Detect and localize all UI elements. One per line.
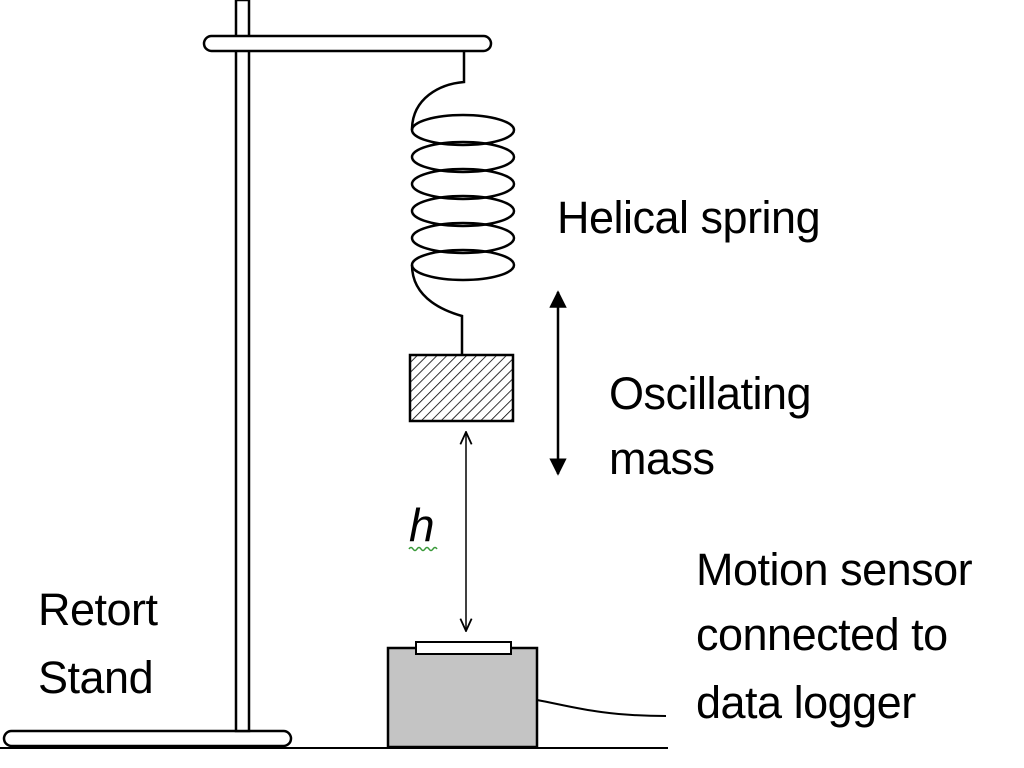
stand-base <box>2 729 293 748</box>
stand-label-line2: Stand <box>38 652 153 703</box>
spring-top-lead <box>410 51 466 131</box>
spring-coil <box>410 140 516 174</box>
sensor-label-line1: Motion sensor <box>696 544 973 595</box>
retort-stand <box>2 0 493 748</box>
sensor-cable <box>536 699 667 717</box>
stand-pole <box>234 0 251 733</box>
sensor-top-plate <box>415 641 512 655</box>
height-label: h <box>409 499 435 551</box>
stand-label-line1: Retort <box>38 584 159 635</box>
motion-sensor <box>386 641 667 749</box>
spelling-squiggle <box>408 546 438 552</box>
oscillating-mass <box>408 353 515 423</box>
sensor-body <box>386 646 539 749</box>
spring-bottom-lead <box>410 264 464 355</box>
spring-label: Helical spring <box>557 192 820 243</box>
mass-label-line1: Oscillating <box>609 368 811 419</box>
spring-coil <box>410 248 516 282</box>
helical-spring <box>410 51 516 355</box>
sensor-label-line3: data logger <box>696 677 916 728</box>
spring-coil <box>410 221 516 255</box>
stand-arm <box>202 34 493 53</box>
mass-label-line2: mass <box>609 433 715 484</box>
sensor-label-line2: connected to <box>696 609 948 660</box>
spring-coil <box>410 113 516 147</box>
spring-coil <box>410 167 516 201</box>
spring-coil <box>410 194 516 228</box>
